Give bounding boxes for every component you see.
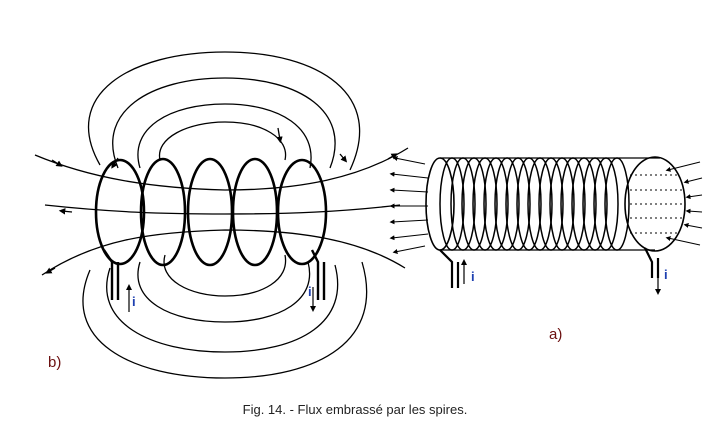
field-loop-bottom-core bbox=[163, 254, 287, 297]
figure-caption: Fig. 14. - Flux embrassé par les spires. bbox=[242, 402, 468, 417]
coil-turn bbox=[276, 158, 328, 266]
current-label-in: i bbox=[132, 294, 136, 309]
coil-turn bbox=[186, 157, 234, 267]
field-loop-bottom-mid bbox=[106, 264, 339, 353]
solenoid-leads bbox=[439, 247, 660, 288]
field-loop-top-inner bbox=[137, 103, 312, 169]
field-line-left-lower bbox=[41, 229, 406, 276]
coil-turn bbox=[231, 157, 279, 267]
current-label-in: i bbox=[471, 269, 475, 284]
current-label-out: i bbox=[308, 284, 312, 299]
interior-field-dashes bbox=[630, 174, 684, 234]
solenoid-field-lines bbox=[389, 156, 703, 254]
field-line-left-upper bbox=[34, 147, 409, 191]
solenoid-panel bbox=[389, 156, 703, 295]
coil-turn bbox=[139, 157, 187, 267]
field-loop-top-mid bbox=[112, 77, 336, 169]
coil-turn bbox=[94, 158, 146, 266]
field-loop-top-core bbox=[158, 121, 287, 161]
current-label-out: i bbox=[664, 267, 668, 282]
coil-leads bbox=[103, 249, 326, 300]
loose-coil-panel bbox=[34, 51, 409, 379]
solenoid-right-end bbox=[624, 156, 686, 252]
panel-b-label: b) bbox=[48, 354, 62, 371]
panel-a-label: a) bbox=[549, 326, 563, 343]
coil-turns bbox=[94, 157, 328, 267]
field-loop-top-outer bbox=[87, 51, 361, 171]
field-loop-bottom-inner bbox=[137, 261, 311, 323]
field-line-axis bbox=[44, 204, 401, 215]
solenoid-windings bbox=[439, 157, 630, 251]
field-loop-bottom-outer bbox=[82, 261, 368, 379]
